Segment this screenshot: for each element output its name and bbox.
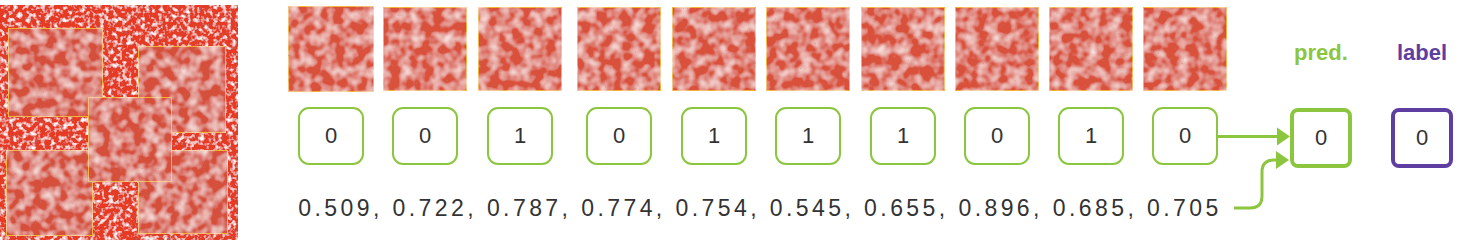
binary-value: 1 [708,123,720,149]
source-image [0,5,238,240]
prediction-box: 0 [586,107,652,165]
binary-value: 1 [802,123,814,149]
column-heading: pred. [1294,40,1348,66]
prediction-box: 1 [1058,107,1124,165]
flow-arrow [1218,128,1290,146]
binary-value: 0 [325,123,337,149]
score-arrow [1234,160,1278,208]
label-box: label0 [1391,108,1453,168]
prediction-box: 1 [487,107,553,165]
binary-value: 0 [991,123,1003,149]
binary-value: 1 [897,123,909,149]
score-row: 0.509, 0.722, 0.787, 0.774, 0.754, 0.545… [298,195,1221,222]
patch-images [288,6,1227,92]
prediction-box: 1 [775,107,841,165]
binary-value: 0 [1179,123,1191,149]
binary-value: 0 [613,123,625,149]
binary-value: 0 [1416,125,1428,151]
binary-value: 1 [1085,123,1097,149]
pred-box: pred.0 [1290,108,1352,168]
score-arrowhead [1276,151,1289,169]
prediction-box: 0 [298,107,364,165]
prediction-box: 1 [681,107,747,165]
prediction-box: 0 [964,107,1030,165]
prediction-box: 0 [392,107,458,165]
crop-squares [6,28,228,236]
column-heading: label [1397,40,1447,66]
prediction-box: 1 [870,107,936,165]
binary-value: 0 [419,123,431,149]
binary-value: 1 [514,123,526,149]
binary-value: 0 [1315,125,1327,151]
prediction-box: 0 [1152,107,1218,165]
